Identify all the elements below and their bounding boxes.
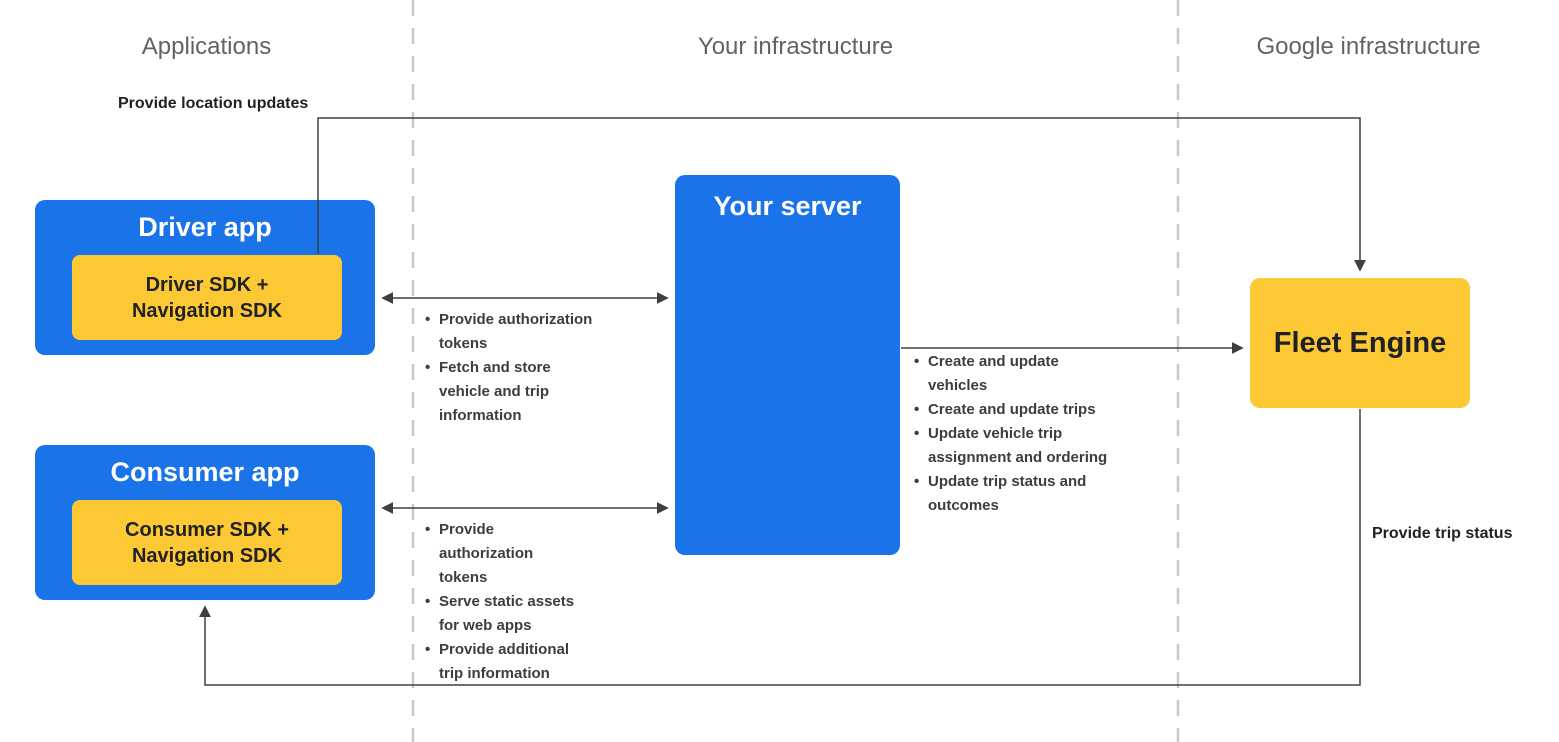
column-header-google-infrastructure: Google infrastructure (1256, 33, 1481, 60)
edge-list-item: Create and update vehicles (913, 350, 1118, 398)
driver-sdk-box: Driver SDK + Navigation SDK (72, 255, 342, 340)
consumer-app-title: Consumer app (110, 457, 300, 487)
edge-list-item: Serve static assets for web apps (424, 590, 580, 638)
server-fleet-annotations: Create and update vehicles Create and up… (913, 350, 1118, 518)
location-updates-label: Provide location updates (118, 95, 309, 112)
edge-list-item: Update trip status and outcomes (913, 470, 1118, 518)
column-header-your-infrastructure: Your infrastructure (697, 33, 894, 60)
consumer-sdk-label: Consumer SDK + Navigation SDK (125, 518, 289, 567)
your-server-node: Your server (675, 175, 900, 555)
driver-sdk-label: Driver SDK + Navigation SDK (131, 273, 283, 322)
edge-list-item: Provide authorization tokens (424, 518, 580, 590)
edge-list-item: Update vehicle trip assignment and order… (913, 422, 1118, 470)
consumer-sdk-box: Consumer SDK + Navigation SDK (72, 500, 342, 585)
consumer-app-node: Consumer app Consumer SDK + Navigation S… (35, 445, 375, 600)
driver-app-title: Driver app (138, 212, 272, 242)
edge-list-item: Create and update trips (913, 398, 1118, 422)
trip-status-label: Provide trip status (1372, 525, 1513, 542)
driver-server-annotations: Provide authorization tokens Fetch and s… (424, 308, 604, 428)
fleet-engine-title: Fleet Engine (1273, 326, 1447, 359)
driver-app-node: Driver app Driver SDK + Navigation SDK (35, 200, 375, 355)
consumer-server-annotations: Provide authorization tokens Serve stati… (424, 518, 580, 686)
fleet-engine-node: Fleet Engine (1250, 278, 1470, 408)
your-server-title: Your server (713, 191, 862, 221)
edge-list-item: Fetch and store vehicle and trip informa… (424, 356, 604, 428)
column-header-applications: Applications (141, 33, 272, 60)
edge-list-item: Provide authorization tokens (424, 308, 604, 356)
edge-list-item: Provide additional trip information (424, 638, 580, 686)
